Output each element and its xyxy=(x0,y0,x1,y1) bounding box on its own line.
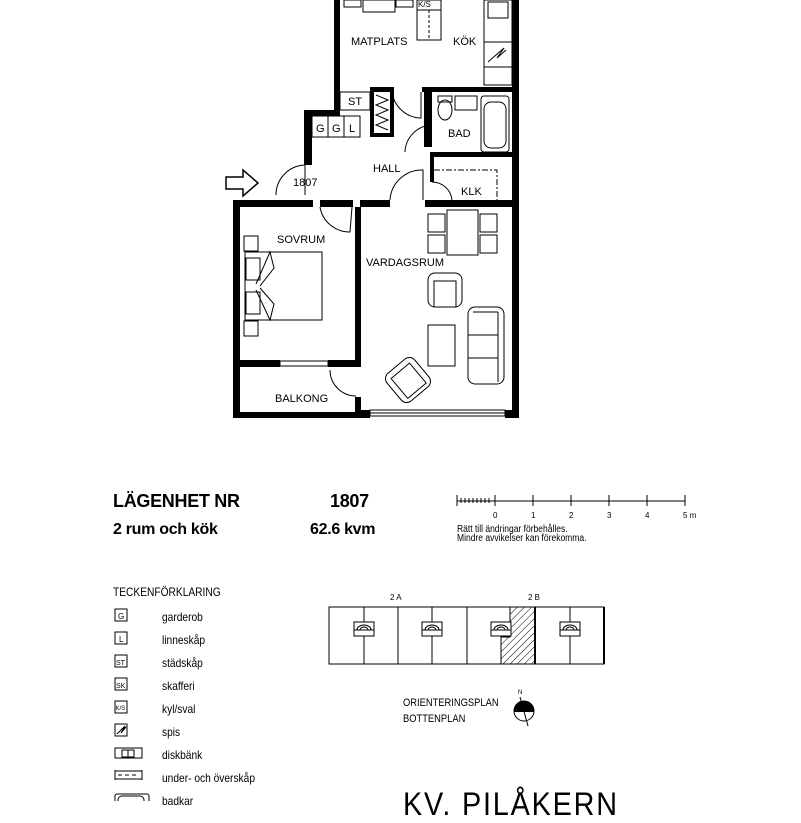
room-label-bad: BAD xyxy=(448,128,471,140)
project-title: KV. PILÅKERN xyxy=(403,786,619,822)
skafferi-symbol xyxy=(114,677,128,691)
orientation-plan-title: ORIENTERINGSPLAN xyxy=(403,697,499,709)
garderob-symbol xyxy=(114,608,128,622)
scale-bar: 0 1 2 3 4 5 m xyxy=(456,495,697,520)
legend-symbol-text: ST xyxy=(116,660,126,667)
legend-title: TECKENFÖRKLARING xyxy=(113,585,221,599)
section-label-2a: 2 A xyxy=(390,593,402,602)
disclaimer-line1: Rätt till ändringar förbehålles. xyxy=(457,524,568,535)
legend-item-badkar: badkar xyxy=(162,794,194,808)
room-label-st: ST xyxy=(348,96,362,108)
scale-tick-0: 0 xyxy=(493,511,498,520)
room-label-matplats: MATPLATS xyxy=(351,36,407,48)
diskbank-icon xyxy=(114,747,143,759)
legend-item-diskbank: diskbänk xyxy=(162,748,203,762)
room-label-ks: K/S xyxy=(418,0,431,9)
scale-tick-2: 2 xyxy=(569,511,574,520)
legend-symbol-text: G xyxy=(118,612,124,621)
legend-symbols: G L ST SK K/S xyxy=(114,608,150,801)
apartment-label: LÄGENHET NR xyxy=(113,491,240,511)
legend-item-garderob: garderob xyxy=(162,610,203,624)
scale-tick-5: 5 m xyxy=(683,511,697,520)
cabinet-icon xyxy=(114,770,143,780)
orientation-plan-floor: BOTTENPLAN xyxy=(403,713,466,725)
bathtub-icon xyxy=(114,793,150,801)
legend-item-skafferi: skafferi xyxy=(162,679,195,693)
spis-icon xyxy=(114,723,128,737)
compass-icon: N xyxy=(513,690,535,727)
scale-tick-1: 1 xyxy=(531,511,536,520)
apartment-rooms: 2 rum och kök xyxy=(113,521,218,538)
legend-symbol-text: L xyxy=(119,635,124,644)
room-label-kok: KÖK xyxy=(453,36,477,48)
legend-item-stadskap: städskåp xyxy=(162,656,203,670)
legend-item-cabinets: under- och överskåp xyxy=(162,771,255,785)
apartment-area: 62.6 kvm xyxy=(310,521,376,538)
legend-item-spis: spis xyxy=(162,725,181,739)
room-label-vardagsrum: VARDAGSRUM xyxy=(366,257,444,269)
apartment-number: 1807 xyxy=(330,491,369,511)
scale-tick-3: 3 xyxy=(607,511,612,520)
room-label-g1: G xyxy=(316,123,325,135)
orientation-plan: 2 A 2 B N xyxy=(328,593,605,727)
legend-symbol-text: K/S xyxy=(116,706,126,712)
legend-item-linneskap: linneskåp xyxy=(162,633,206,647)
linneskap-symbol xyxy=(114,631,128,645)
section-label-2b: 2 B xyxy=(528,593,540,602)
legend-item-kyl-sval: kyl/sval xyxy=(162,702,196,716)
apartment-entry-number: 1807 xyxy=(293,177,317,189)
disclaimer-line2: Mindre avvikelser kan förekomma. xyxy=(457,533,587,544)
legend-symbol-text: SK xyxy=(116,683,126,690)
room-label-hall: HALL xyxy=(373,163,401,175)
room-label-klk: KLK xyxy=(461,186,482,198)
room-label-l: L xyxy=(349,123,355,135)
kyl-sval-symbol xyxy=(114,700,128,714)
stadskap-symbol xyxy=(114,654,128,668)
scale-tick-4: 4 xyxy=(645,511,650,520)
room-label-balkong: BALKONG xyxy=(275,393,328,405)
north-label: N xyxy=(518,690,522,696)
stair-symbols xyxy=(353,621,581,637)
room-label-g2: G xyxy=(332,123,341,135)
floor-plan: MATPLATS KÖK K/S ST G G L BAD HALL KLK 1… xyxy=(225,0,519,418)
room-label-sovrum: SOVRUM xyxy=(277,234,325,246)
